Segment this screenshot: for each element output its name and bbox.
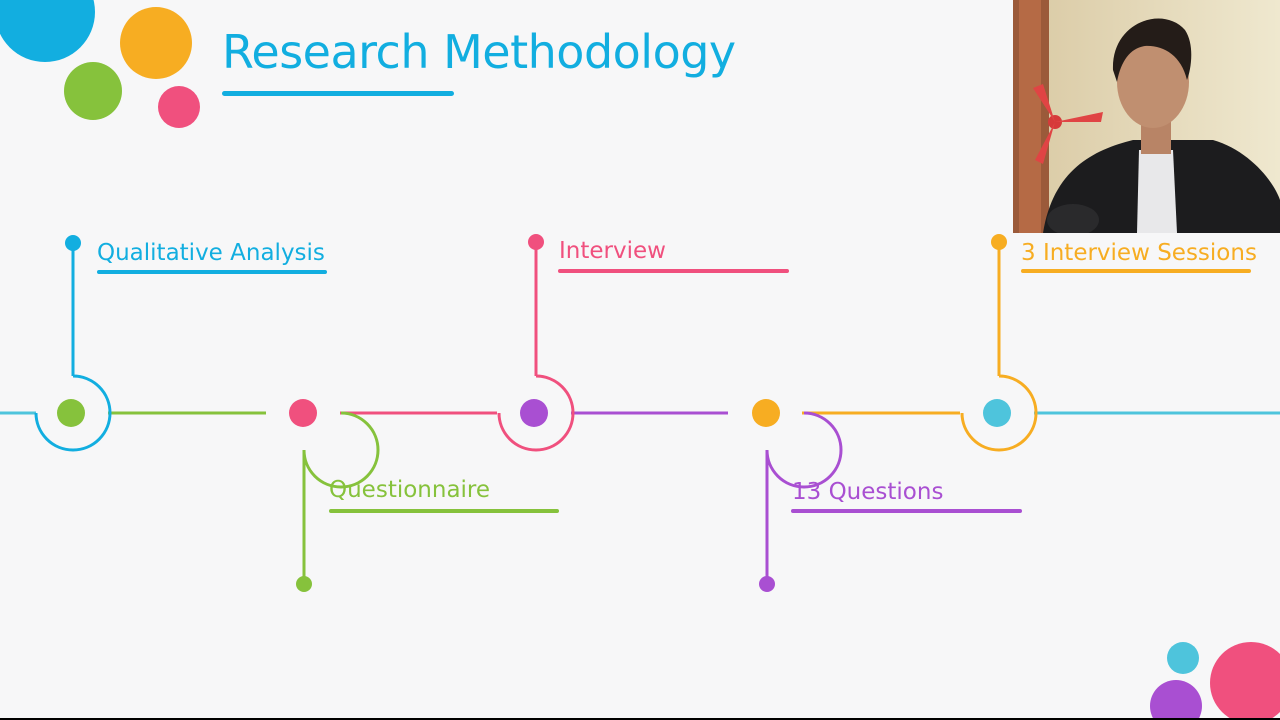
decor-circle-pink [158, 86, 200, 128]
label-3-interview-sessions: 3 Interview Sessions [1021, 240, 1257, 266]
decor-circle-pink-large [1210, 642, 1280, 718]
presenter-video-feed-icon [1013, 0, 1280, 233]
decor-circle-purple [1150, 680, 1202, 718]
node-4-center-dot [752, 399, 780, 427]
node-2-ring [302, 411, 380, 489]
label-interview-underline [558, 269, 789, 273]
label-qualitative-analysis: Qualitative Analysis [97, 240, 325, 266]
decor-circle-orange [120, 7, 192, 79]
label-interview: Interview [559, 238, 666, 264]
label-13-questions: 13 Questions [792, 479, 944, 505]
node-1-stem-dot [65, 235, 81, 251]
label-qualitative-underline [97, 270, 327, 274]
label-13-questions-underline [791, 509, 1022, 513]
label-3-interview-sessions-underline [1021, 269, 1251, 273]
node-5-ring [960, 374, 1038, 452]
node-3-stem-dot [528, 234, 544, 250]
bottom-border [0, 718, 1280, 720]
node-1-center-dot [57, 399, 85, 427]
decor-circle-green [64, 62, 122, 120]
label-questionnaire: Questionnaire [329, 477, 491, 503]
node-3-ring [497, 374, 575, 452]
presenter-webcam-overlay [1013, 0, 1280, 233]
node-2-center-dot [289, 399, 317, 427]
node-1-ring [34, 374, 112, 452]
node-4-ring [765, 411, 843, 489]
decor-circle-teal [1167, 642, 1199, 674]
slide-title: Research Methodology [222, 25, 736, 79]
node-5-stem-dot [991, 234, 1007, 250]
node-5-center-dot [983, 399, 1011, 427]
node-2-stem-dot [296, 576, 312, 592]
label-questionnaire-underline [329, 509, 559, 513]
title-underline [222, 91, 454, 96]
node-3-center-dot [520, 399, 548, 427]
node-4-stem-dot [759, 576, 775, 592]
